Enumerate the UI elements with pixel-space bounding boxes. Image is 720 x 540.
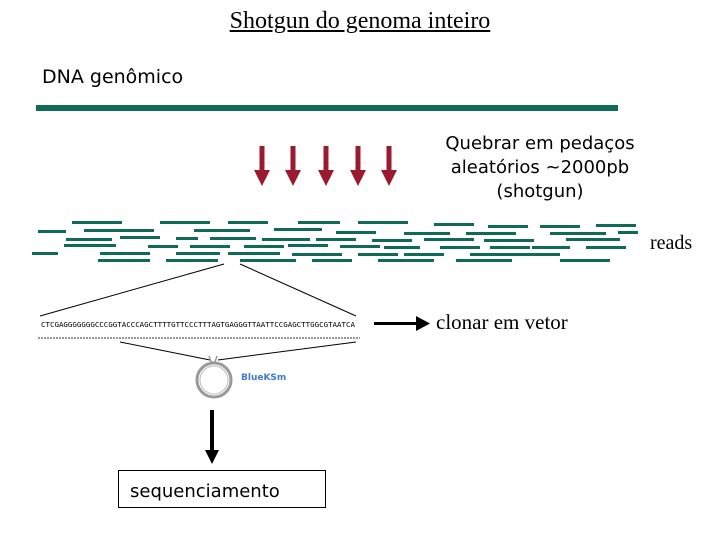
read-fragment	[228, 252, 280, 255]
read-fragment	[288, 244, 328, 247]
read-fragment	[190, 245, 230, 248]
read-fragment	[38, 230, 66, 233]
read-fragment	[194, 229, 250, 232]
read-fragment	[312, 259, 352, 262]
read-fragment	[160, 221, 210, 224]
shotgun-label: Quebrar em pedaços aleatórios ~2000pb (s…	[420, 132, 660, 204]
genomic-dna-bar	[36, 105, 618, 111]
clone-vector-label: clonar em vetor	[436, 310, 568, 334]
read-fragment	[32, 252, 58, 255]
read-fragment	[66, 238, 112, 241]
break-arrow-3	[318, 146, 334, 186]
shotgun-label-line-2: aleatórios ~2000pb	[450, 157, 630, 178]
clone-arrow	[374, 316, 430, 331]
slide-title-text: Shotgun do genoma inteiro	[229, 8, 491, 34]
read-fragment	[148, 245, 178, 248]
break-arrow-2	[285, 146, 301, 186]
break-arrow-5	[381, 146, 397, 186]
read-fragment	[434, 223, 474, 226]
break-arrow-1	[254, 146, 270, 186]
read-fragment	[120, 236, 160, 239]
zoom-line-right	[239, 263, 357, 317]
read-fragment	[240, 259, 296, 262]
read-fragment	[176, 252, 220, 255]
read-fragment	[384, 246, 420, 249]
vector-name-label: BlueKSm	[241, 373, 287, 383]
read-fragment	[484, 239, 534, 242]
read-fragment	[550, 232, 606, 235]
read-fragment	[166, 259, 218, 262]
break-arrow-4	[350, 146, 366, 186]
read-fragment	[466, 232, 516, 235]
read-fragment	[340, 245, 380, 248]
read-fragment	[72, 221, 122, 224]
read-fragment	[210, 237, 256, 240]
read-fragment	[440, 246, 480, 249]
read-fragment	[488, 225, 528, 228]
read-fragment	[244, 245, 284, 248]
read-fragment	[596, 224, 636, 227]
zoom-line-left	[39, 263, 225, 317]
slide-title: Shotgun do genoma inteiro	[0, 8, 720, 35]
read-fragment	[262, 238, 310, 241]
read-fragment	[404, 232, 450, 235]
read-fragment	[98, 259, 150, 262]
read-fragment	[292, 253, 342, 256]
shotgun-label-line-1: Quebrar em pedaços	[445, 133, 635, 154]
read-fragments	[32, 221, 638, 262]
read-fragment	[566, 238, 620, 241]
read-fragment	[336, 231, 376, 234]
read-fragment	[100, 252, 150, 255]
reads-label: reads	[650, 232, 693, 254]
sequence-text: CTCGAGGGGGGGCCCGGTACCCAGCTTTTGTTCCCTTTAG…	[41, 321, 356, 329]
read-fragment	[228, 221, 268, 224]
funnel-line-right	[217, 341, 357, 361]
sequencing-label: sequenciamento	[130, 481, 280, 502]
read-fragment	[176, 237, 198, 240]
read-fragment	[358, 221, 408, 224]
read-fragment	[456, 259, 512, 262]
break-arrows	[254, 146, 397, 186]
read-fragment	[372, 239, 412, 242]
funnel-line-left	[119, 341, 211, 361]
read-fragment	[298, 221, 340, 224]
read-fragment	[84, 229, 154, 232]
read-fragment	[540, 225, 580, 228]
sequencing-arrow	[205, 410, 219, 464]
read-fragment	[618, 231, 638, 234]
read-fragment	[64, 244, 116, 247]
read-fragment	[378, 259, 434, 262]
read-fragment	[514, 253, 560, 256]
read-fragment	[470, 253, 516, 256]
sequencing-box: sequenciamento	[118, 470, 326, 508]
read-fragment	[560, 259, 610, 262]
read-fragment	[316, 238, 356, 241]
read-fragment	[358, 253, 398, 256]
read-fragment	[274, 228, 322, 231]
read-fragment	[490, 246, 530, 249]
read-fragment	[404, 253, 444, 256]
plasmid-vector	[195, 355, 233, 399]
read-fragment	[586, 246, 626, 249]
read-fragment	[424, 238, 474, 241]
read-fragment	[532, 246, 570, 249]
genomic-dna-label: DNA genômico	[42, 66, 184, 88]
shotgun-label-line-3: (shotgun)	[496, 181, 584, 202]
